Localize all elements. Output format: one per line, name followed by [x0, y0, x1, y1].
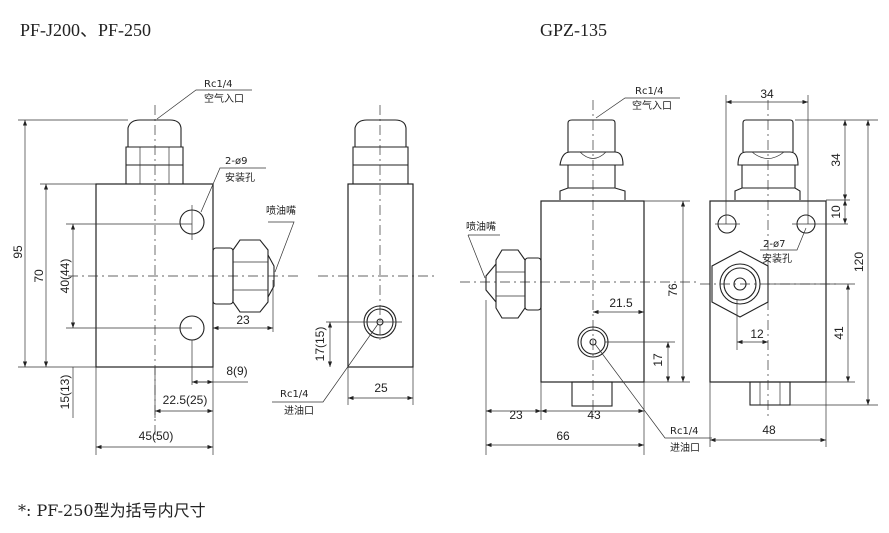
mount-holes-label: 2-ø9 [225, 156, 247, 167]
dim-70: 70 [32, 269, 46, 283]
oil-port-name: 进油口 [670, 441, 700, 454]
air-port-name: 空气入口 [204, 92, 244, 105]
air-port-name: 空气入口 [632, 99, 672, 112]
mount-holes-name: 安装孔 [762, 252, 792, 265]
dim-15: 15(13) [58, 375, 72, 410]
oil-port-label: Rc1/4 [670, 426, 699, 437]
oil-nozzle [485, 249, 542, 319]
dim-34-height: 34 [829, 153, 843, 167]
dim-43: 43 [587, 408, 601, 422]
dim-40: 40(44) [58, 259, 72, 294]
dim-48: 48 [762, 423, 776, 437]
dim-17: 17 [651, 353, 665, 367]
dim-76: 76 [666, 283, 680, 297]
dim-22-5: 22.5(25) [163, 393, 208, 407]
dim-45: 45(50) [139, 429, 174, 443]
gpz-side-view: 34 34 10 120 41 12 48 2-ø7 安装孔 [700, 87, 878, 447]
dim-95: 95 [11, 245, 25, 259]
dim-8: 8(9) [226, 364, 247, 378]
air-port-label: Rc1/4 [635, 86, 664, 97]
oil-nozzle [212, 239, 275, 313]
footnote: *: PF-250型为括号内尺寸 [18, 501, 206, 520]
air-port-label: Rc1/4 [204, 79, 233, 90]
oil-port-name: 进油口 [284, 404, 314, 417]
nozzle-label: 喷油嘴 [466, 220, 496, 233]
dim-23: 23 [236, 313, 250, 327]
dim-23: 23 [509, 408, 523, 422]
mount-holes-label: 2-ø7 [763, 239, 785, 250]
air-fitting [125, 119, 184, 184]
title-right: GPZ-135 [540, 20, 607, 40]
dim-21-5: 21.5 [609, 296, 633, 310]
dim-34-width: 34 [760, 87, 774, 101]
dim-66: 66 [556, 429, 570, 443]
mount-holes-name: 安装孔 [225, 171, 255, 184]
dim-12: 12 [750, 327, 764, 341]
dim-17: 17(15) [313, 327, 327, 362]
dim-41: 41 [832, 326, 846, 340]
title-left: PF-J200、PF-250 [20, 20, 151, 40]
gpz-front-view: 76 21.5 17 23 43 66 Rc1/4 进油口 Rc1/4 空气入口… [460, 86, 712, 455]
dim-10: 10 [829, 205, 843, 219]
nozzle-label: 喷油嘴 [266, 204, 296, 217]
dim-120: 120 [852, 252, 866, 272]
oil-port-label: Rc1/4 [280, 389, 309, 400]
pf-front-view: 95 70 40(44) 15(13) 23 8(9) 22.5(25) 45(… [11, 79, 300, 455]
pf-side-view: 17(15) 25 Rc1/4 进油口 [272, 105, 435, 417]
dim-25: 25 [374, 381, 388, 395]
